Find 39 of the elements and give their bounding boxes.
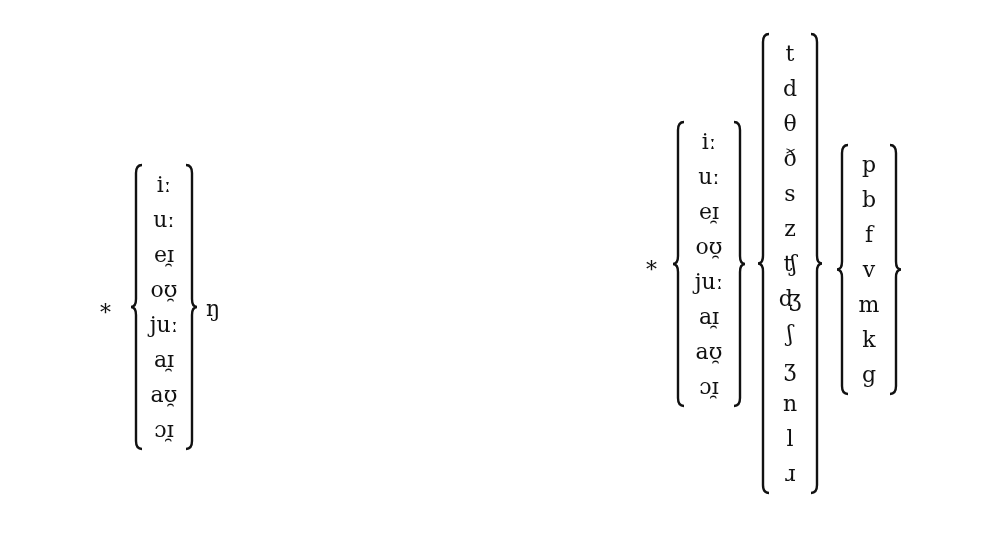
phoneme-text: t (785, 40, 795, 68)
phoneme-text: ʒ (783, 355, 797, 383)
phoneme-text: ʃ (787, 320, 793, 348)
phoneme-text: z (784, 215, 796, 243)
phoneme-text: f (864, 221, 874, 249)
phoneme-text: k (862, 326, 876, 354)
phoneme-text: aɪ̯ (153, 346, 175, 374)
phoneme-text: ɹ (784, 460, 796, 488)
phoneme-text: d (782, 75, 798, 103)
phoneme-text: b (861, 186, 877, 214)
phoneme-text: p (861, 151, 877, 179)
phoneme-text: s (784, 180, 796, 208)
phoneme-text: ɔɪ̯ (699, 373, 719, 401)
phoneme-text: aʊ̯ (695, 338, 723, 366)
phoneme-text: oʊ̯ (150, 276, 178, 304)
phoneme-text: oʊ̯ (695, 233, 723, 261)
asterisk-mark: * (100, 299, 111, 327)
phoneme-text: uː (153, 206, 175, 234)
phoneme-text: aʊ̯ (150, 381, 178, 409)
phoneme-text: l (786, 425, 794, 453)
phoneme-text: aɪ̯ (698, 303, 720, 331)
phoneme-text: ʤ (778, 285, 802, 313)
phoneme-text: eɪ̯ (698, 198, 720, 226)
phoneme-text: juː (694, 268, 724, 296)
phoneme-text: ŋ (206, 295, 221, 323)
phoneme-text: juː (149, 311, 179, 339)
phoneme-text: g (861, 361, 877, 389)
phoneme-text: n (782, 390, 798, 418)
phoneme-text: ʧ (783, 250, 797, 278)
phoneme-text: θ (783, 110, 797, 138)
asterisk-mark: * (646, 256, 657, 284)
phoneme-text: v (862, 256, 876, 284)
phoneme-text: eɪ̯ (153, 241, 175, 269)
phoneme-text: uː (698, 163, 720, 191)
phoneme-text: ð (783, 145, 797, 173)
phoneme-text: iː (156, 171, 172, 199)
phoneme-text: m (858, 291, 880, 319)
phoneme-text: ɔɪ̯ (154, 416, 174, 444)
phoneme-text: iː (701, 128, 717, 156)
